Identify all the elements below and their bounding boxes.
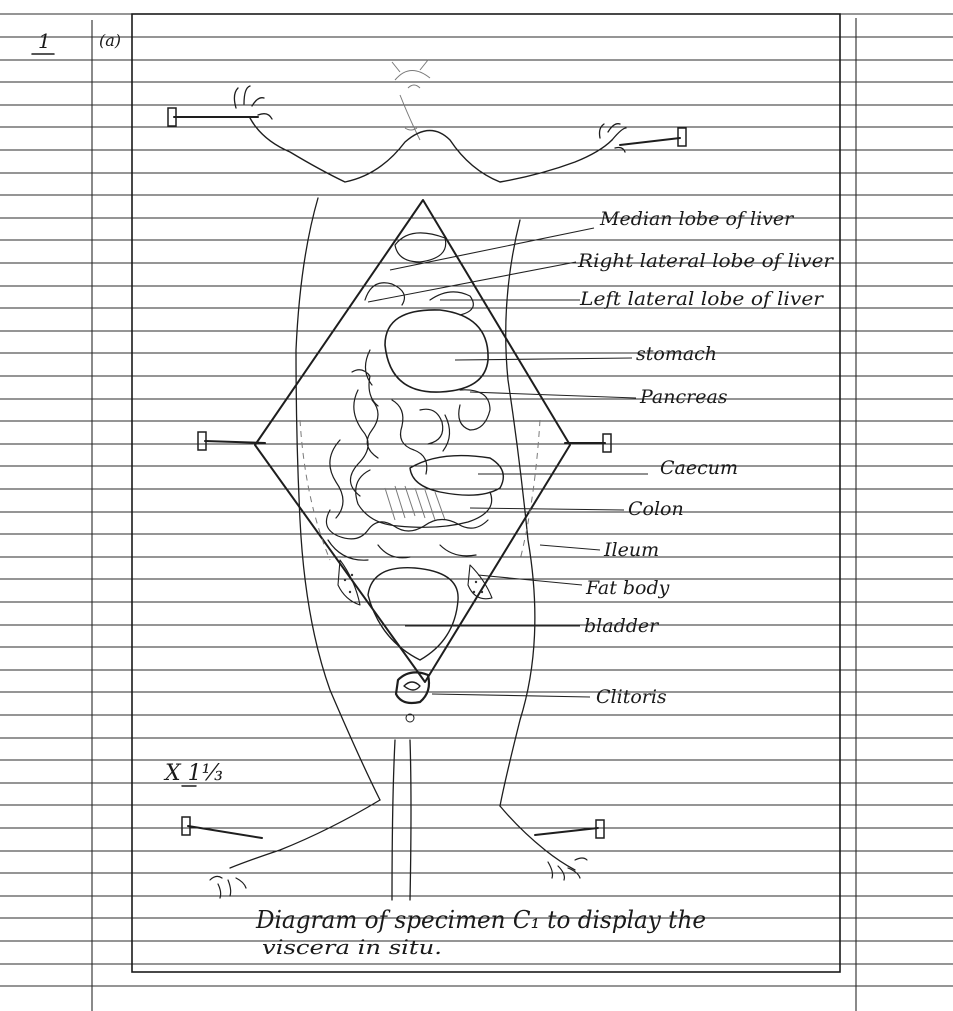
label-caecum: Caecum xyxy=(660,457,738,479)
specimen-drawing xyxy=(168,60,686,900)
ruled-lines xyxy=(0,14,953,986)
label-bladder: bladder xyxy=(584,615,660,637)
pin-icon xyxy=(168,108,258,126)
label-left-lateral-lobe: Left lateral lobe of liver xyxy=(579,288,825,310)
pin-icon xyxy=(565,434,611,452)
caption-line-2: viscera in situ. xyxy=(262,935,442,959)
sub-question-label: (a) xyxy=(99,31,121,50)
caption-line-1: Diagram of specimen C₁ to display the xyxy=(255,906,706,934)
label-median-lobe: Median lobe of liver xyxy=(599,208,795,230)
magnification-label: X 1⅓ xyxy=(163,761,223,786)
pin-icon xyxy=(198,432,265,450)
label-pancreas: Pancreas xyxy=(639,386,728,408)
label-colon: Colon xyxy=(628,498,684,520)
diagram-labels: Median lobe of liver Right lateral lobe … xyxy=(577,208,835,708)
label-stomach: stomach xyxy=(636,343,717,365)
question-number: 1 xyxy=(38,29,51,53)
label-right-lateral-lobe: Right lateral lobe of liver xyxy=(577,250,835,272)
pin-icon xyxy=(620,128,686,146)
label-fat-body: Fat body xyxy=(585,577,670,599)
pin-icon xyxy=(535,820,604,838)
label-clitoris: Clitoris xyxy=(596,686,667,708)
label-ileum: Ileum xyxy=(603,539,659,561)
